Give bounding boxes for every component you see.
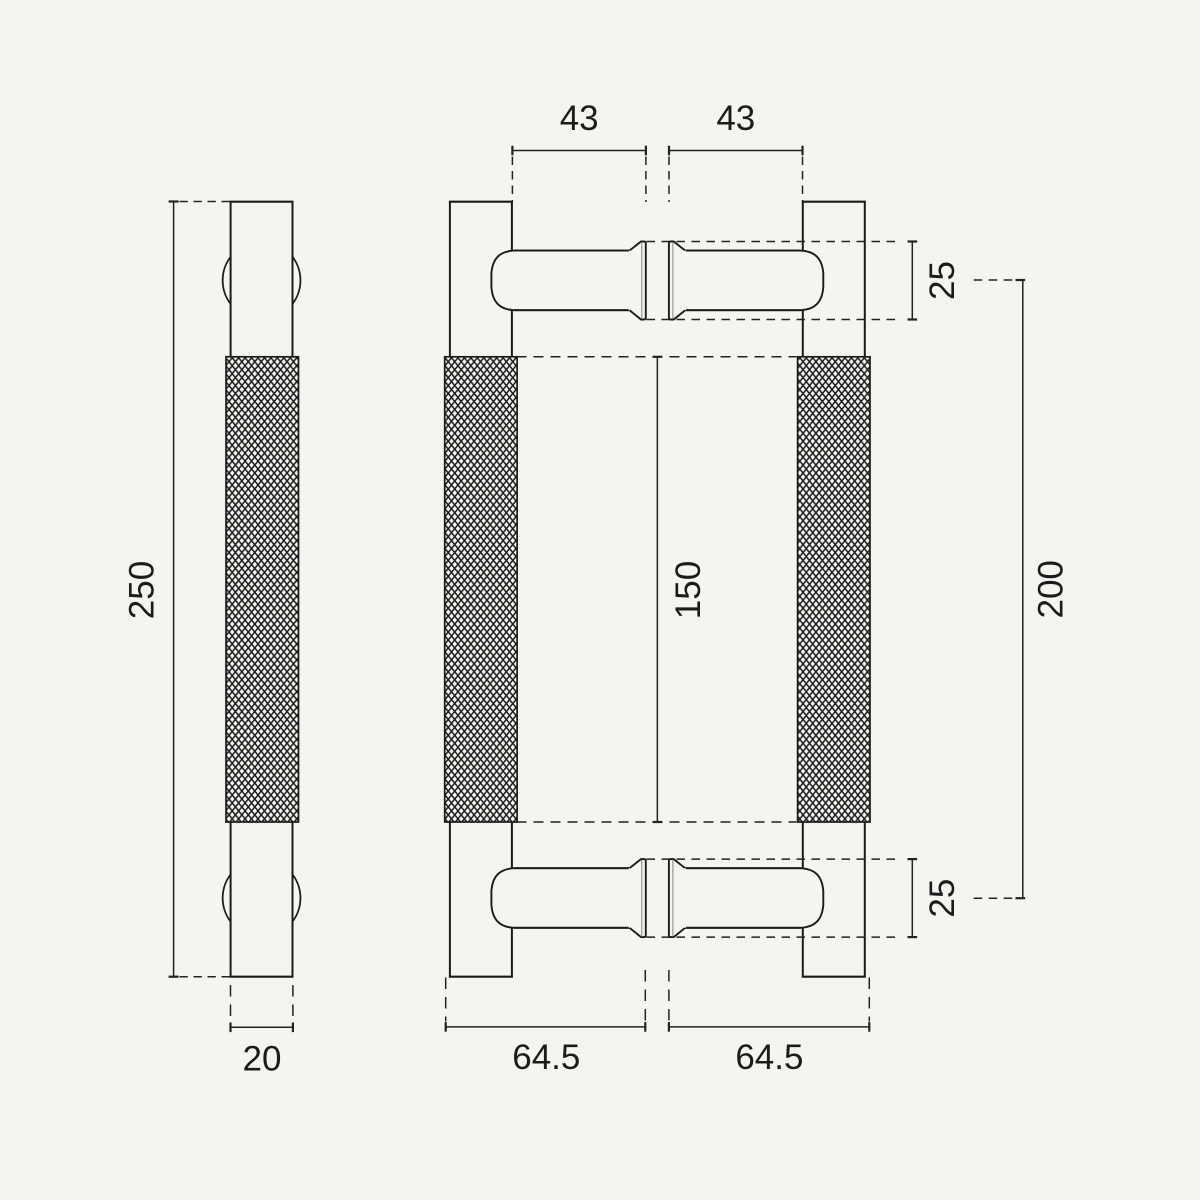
svg-text:150: 150 bbox=[669, 561, 708, 619]
svg-text:25: 25 bbox=[923, 261, 962, 300]
svg-text:25: 25 bbox=[923, 879, 962, 918]
svg-text:64.5: 64.5 bbox=[512, 1038, 580, 1077]
svg-text:250: 250 bbox=[123, 561, 162, 619]
svg-text:43: 43 bbox=[560, 99, 599, 138]
svg-text:43: 43 bbox=[716, 99, 755, 138]
svg-text:20: 20 bbox=[243, 1039, 282, 1078]
svg-text:64.5: 64.5 bbox=[735, 1038, 803, 1077]
svg-text:200: 200 bbox=[1032, 560, 1071, 618]
